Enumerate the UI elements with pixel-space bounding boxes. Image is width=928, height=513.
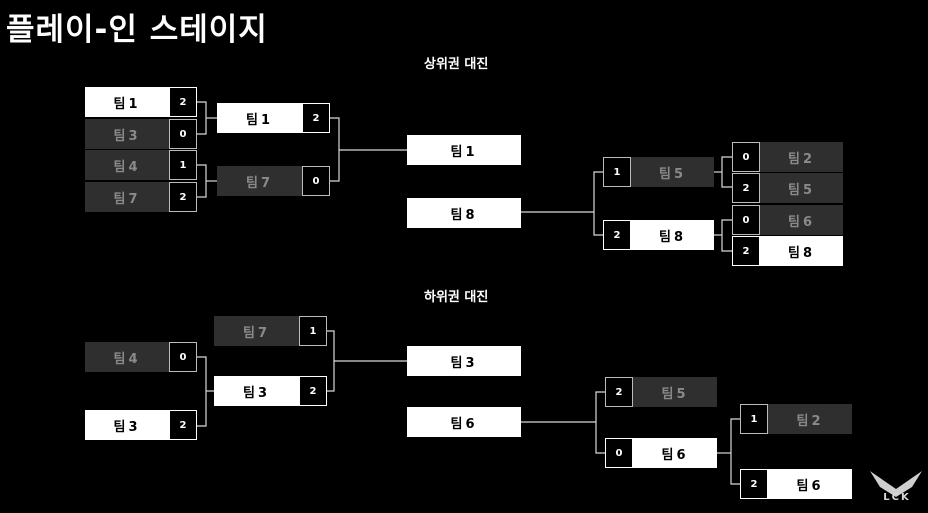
match-slot-upper-r2-b: 팀7 0 xyxy=(217,166,330,196)
team-score: 2 xyxy=(169,87,197,117)
lck-logo-text: LCK xyxy=(883,492,911,503)
team-name: 팀1 xyxy=(217,103,302,133)
match-slot-upper-right-r1-m2-a: 0 팀6 xyxy=(732,205,843,235)
match-slot-lower-right-r1-a: 1 팀2 xyxy=(740,404,852,434)
team-name: 팀7 xyxy=(214,316,299,346)
team-name: 팀1 xyxy=(85,87,169,117)
match-slot-lower-r2-a: 팀7 1 xyxy=(214,316,327,346)
team-score: 2 xyxy=(605,377,633,407)
match-slot-upper-r1-m1-a: 팀1 2 xyxy=(85,87,197,117)
team-score: 1 xyxy=(299,316,327,346)
team-name: 팀8 xyxy=(631,220,714,250)
match-slot-lower-right-r1-b: 2 팀6 xyxy=(740,469,852,499)
team-name: 팀3 xyxy=(214,376,299,406)
team-name: 팀6 xyxy=(768,469,852,499)
team-score: 2 xyxy=(302,103,330,133)
team-score: 1 xyxy=(740,404,768,434)
lower-qualified-team-1: 팀3 xyxy=(407,346,521,376)
team-score: 2 xyxy=(603,220,631,250)
match-slot-upper-r1-m2-a: 팀4 1 xyxy=(85,150,197,180)
team-score: 0 xyxy=(169,119,197,149)
team-score: 2 xyxy=(299,376,327,406)
match-slot-upper-right-r1-m1-a: 0 팀2 xyxy=(732,142,843,172)
match-slot-lower-right-r2-b: 0 팀6 xyxy=(605,438,717,468)
team-score: 2 xyxy=(740,469,768,499)
match-slot-upper-r2-a: 팀1 2 xyxy=(217,103,330,133)
team-name: 팀3 xyxy=(85,410,169,440)
match-slot-lower-r1-b: 팀3 2 xyxy=(85,410,197,440)
page-title: 플레이-인 스테이지 xyxy=(6,12,268,48)
team-name: 팀6 xyxy=(760,205,843,235)
match-slot-lower-r1-a: 팀4 0 xyxy=(85,342,197,372)
team-score: 0 xyxy=(605,438,633,468)
lower-qualified-team-2: 팀6 xyxy=(407,407,521,437)
match-slot-upper-right-r2-a: 1 팀5 xyxy=(603,157,714,187)
team-score: 2 xyxy=(732,236,760,266)
match-slot-upper-right-r1-m1-b: 2 팀5 xyxy=(732,173,843,203)
team-score: 1 xyxy=(603,157,631,187)
match-slot-lower-right-r2-a: 2 팀5 xyxy=(605,377,717,407)
team-name: 팀2 xyxy=(760,142,843,172)
team-name: 팀3 xyxy=(85,119,169,149)
lower-bracket-label: 하위권 대진 xyxy=(424,290,489,305)
match-slot-upper-r1-m2-b: 팀7 2 xyxy=(85,182,197,212)
team-name: 팀4 xyxy=(85,150,169,180)
match-slot-upper-right-r2-b: 2 팀8 xyxy=(603,220,714,250)
lck-wing-icon xyxy=(870,471,922,497)
upper-qualified-team-1: 팀1 xyxy=(407,135,521,165)
team-score: 0 xyxy=(732,142,760,172)
match-slot-lower-r2-b: 팀3 2 xyxy=(214,376,327,406)
team-score: 0 xyxy=(302,166,330,196)
team-name: 팀7 xyxy=(217,166,302,196)
team-name: 팀7 xyxy=(85,182,169,212)
team-name: 팀4 xyxy=(85,342,169,372)
team-name: 팀5 xyxy=(760,173,843,203)
team-score: 2 xyxy=(732,173,760,203)
team-name: 팀8 xyxy=(760,236,843,266)
team-score: 1 xyxy=(169,150,197,180)
match-slot-upper-right-r1-m2-b: 2 팀8 xyxy=(732,236,843,266)
upper-qualified-team-2: 팀8 xyxy=(407,198,521,228)
match-slot-upper-r1-m1-b: 팀3 0 xyxy=(85,119,197,149)
team-name: 팀2 xyxy=(768,404,852,434)
team-name: 팀5 xyxy=(631,157,714,187)
team-score: 2 xyxy=(169,410,197,440)
team-name: 팀5 xyxy=(633,377,717,407)
team-score: 0 xyxy=(732,205,760,235)
team-name: 팀6 xyxy=(633,438,717,468)
upper-bracket-label: 상위권 대진 xyxy=(424,57,489,72)
team-score: 2 xyxy=(169,182,197,212)
team-score: 0 xyxy=(169,342,197,372)
